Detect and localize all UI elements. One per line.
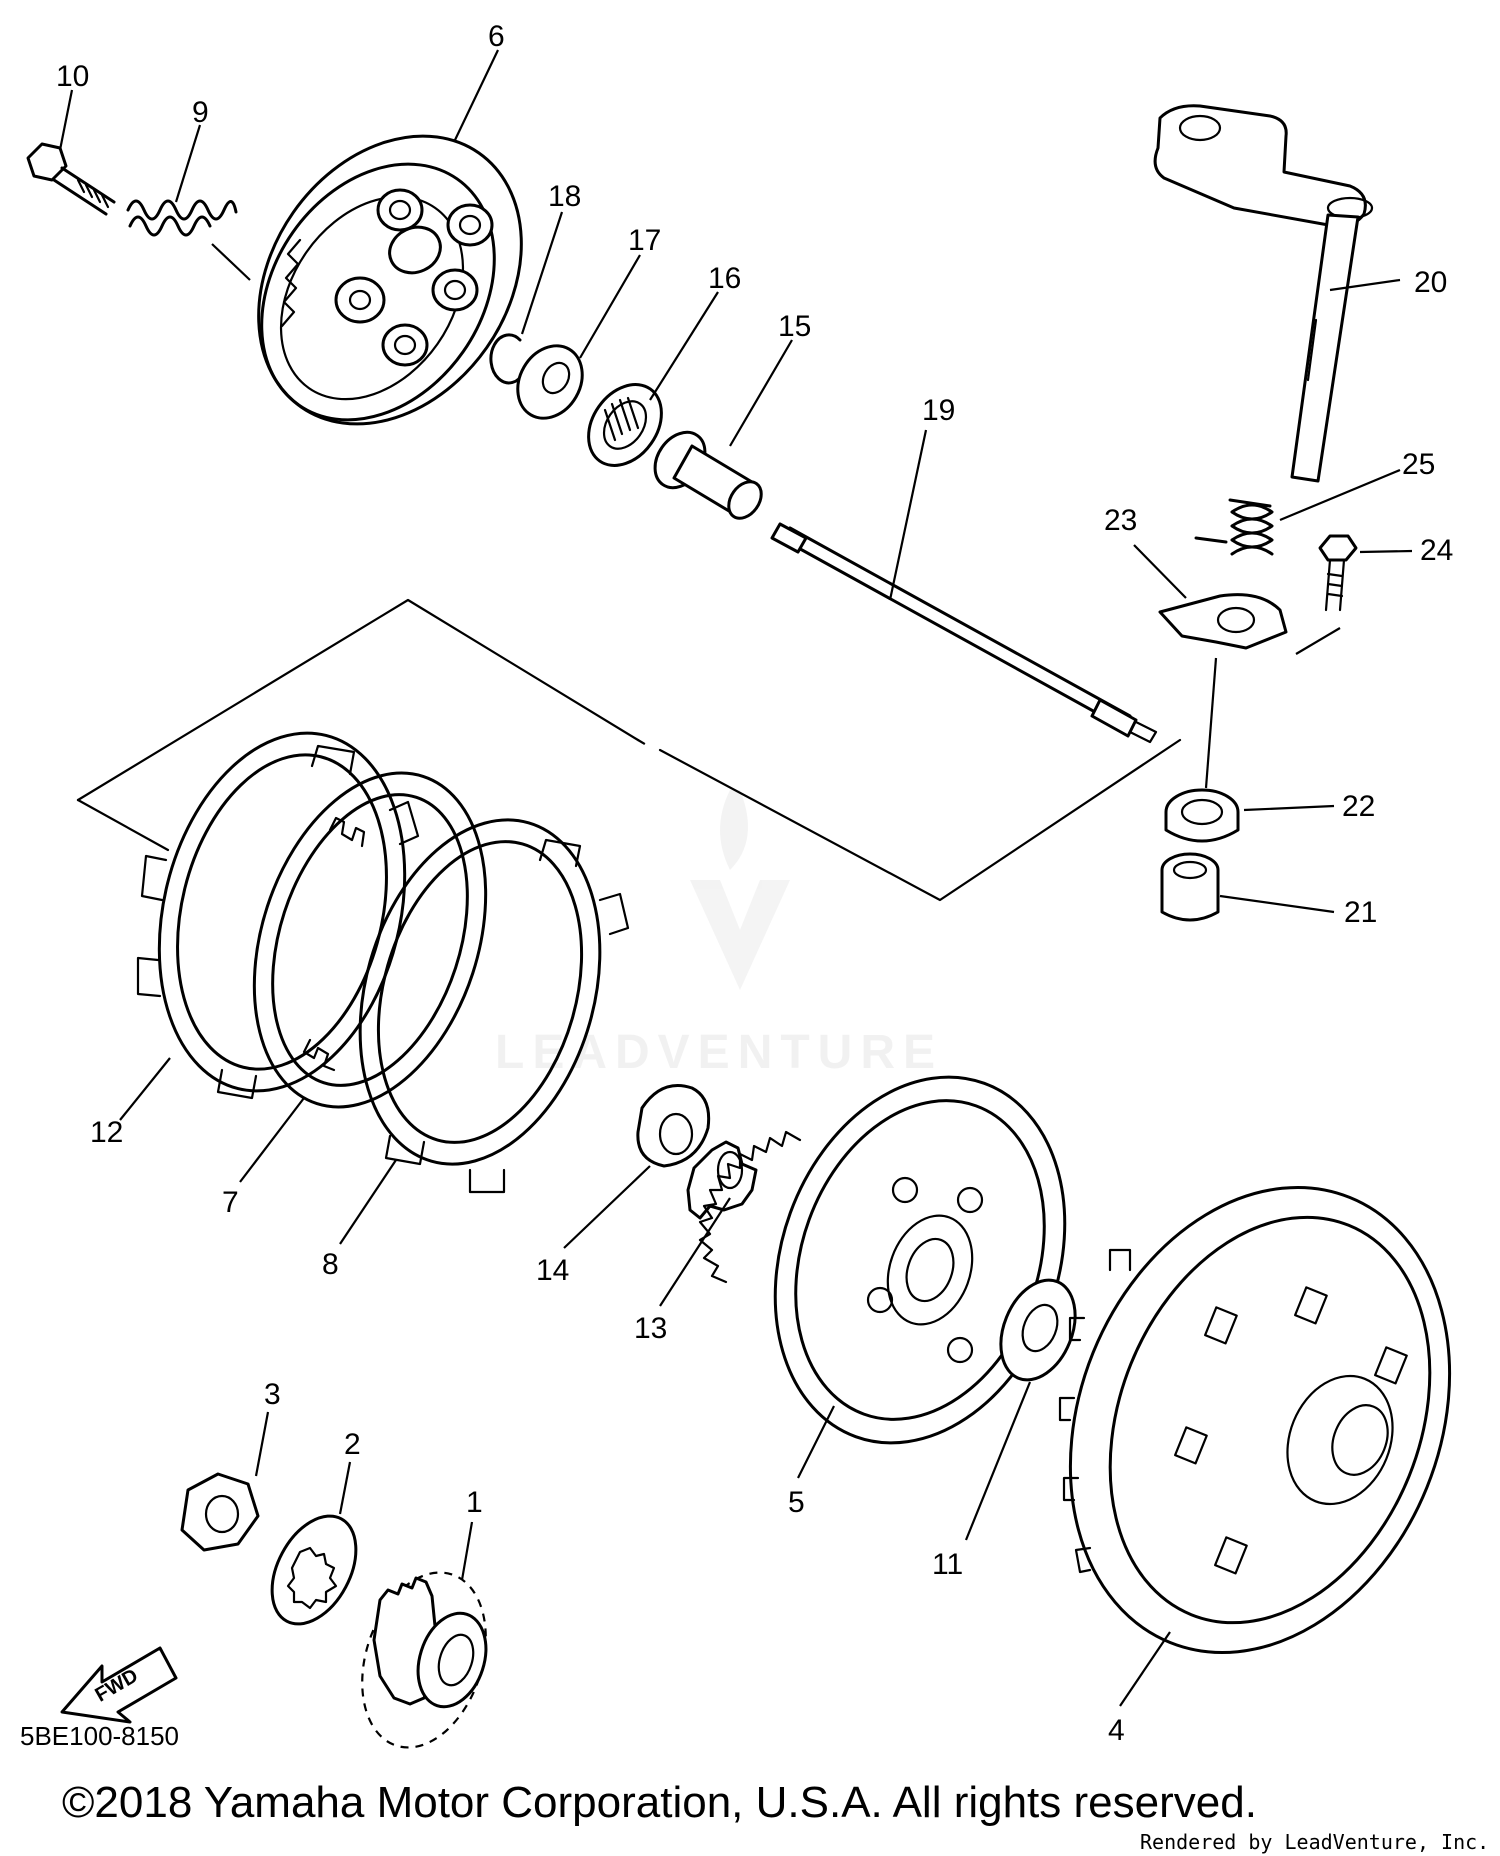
part-21-bushing [1160, 852, 1220, 922]
callout-15: 15 [778, 310, 811, 343]
clutch-pack-bracket-lower [76, 738, 1182, 902]
part-9-spring [126, 199, 251, 281]
part-3-nut [180, 1472, 260, 1552]
callout-8: 8 [322, 1248, 339, 1281]
leadventure-watermark: LEADVENTURE [495, 790, 943, 1079]
watermark-text: LEADVENTURE [495, 1026, 943, 1079]
part-7-clutch-plate [252, 771, 488, 1109]
part-11-washer [999, 1278, 1077, 1382]
callout-4: 4 [1108, 1714, 1125, 1747]
part-18-circlip [489, 333, 526, 385]
part-23-plate [1158, 593, 1341, 655]
callout-6: 6 [488, 20, 505, 53]
fwd-arrow: FWD [60, 1646, 178, 1724]
callout-14: 14 [536, 1254, 569, 1287]
callout-18: 18 [548, 180, 581, 213]
callout-20: 20 [1414, 266, 1447, 299]
part-6-pressure-plate [257, 134, 523, 426]
part-12-friction-plate [136, 731, 420, 1100]
rendered-by-credit: Rendered by LeadVenture, Inc. [1140, 1830, 1490, 1854]
callout-23: 23 [1104, 504, 1137, 537]
clutch-pack-bracket-dash [637, 739, 649, 747]
callout-5: 5 [788, 1486, 805, 1519]
callout-22: 22 [1342, 790, 1375, 823]
callout-19: 19 [922, 394, 955, 427]
leader-lines [58, 49, 1413, 1707]
callout-21: 21 [1344, 896, 1377, 929]
callout-16: 16 [708, 262, 741, 295]
part-25-torsion-spring [1194, 498, 1274, 556]
part-5-clutch-boss [698, 1075, 1067, 1445]
part-1-primary-drive-gear [361, 1571, 488, 1749]
part-8-friction-plate [358, 818, 630, 1194]
callout-9: 9 [192, 96, 209, 129]
part-22-oil-seal [1164, 788, 1240, 843]
part-24-bolt [1318, 534, 1358, 612]
part-17-washer [516, 344, 584, 420]
callout-17: 17 [628, 224, 661, 257]
callout-labels: 3 2 1 4 5 6 7 8 9 10 11 12 13 14 15 16 1… [56, 20, 1453, 1747]
callout-10: 10 [56, 60, 89, 93]
part-19-push-rod [770, 522, 1158, 744]
callout-1: 1 [466, 1486, 483, 1519]
callout-25: 25 [1402, 448, 1435, 481]
copyright-notice: ©2018 Yamaha Motor Corporation, U.S.A. A… [62, 1778, 1257, 1827]
part-2-lock-washer [270, 1514, 358, 1626]
callout-12: 12 [90, 1116, 123, 1149]
callout-3: 3 [264, 1378, 281, 1411]
callout-2: 2 [344, 1428, 361, 1461]
callout-11: 11 [932, 1548, 963, 1581]
part-13-lock-washer [686, 1140, 758, 1220]
callout-13: 13 [634, 1312, 667, 1345]
diagram-code: 5BE100-8150 [20, 1721, 179, 1751]
part-10-bolt [26, 142, 116, 216]
callout-7: 7 [222, 1186, 239, 1219]
part-4-clutch-housing [1058, 1185, 1452, 1655]
callout-24: 24 [1420, 534, 1453, 567]
part-14-nut [636, 1084, 711, 1168]
part-20-push-lever-shaft [1153, 104, 1374, 483]
part-16-thrust-bearing [587, 383, 663, 467]
clutch-pack-bracket [76, 598, 640, 802]
part-15-push-piece [653, 430, 763, 520]
